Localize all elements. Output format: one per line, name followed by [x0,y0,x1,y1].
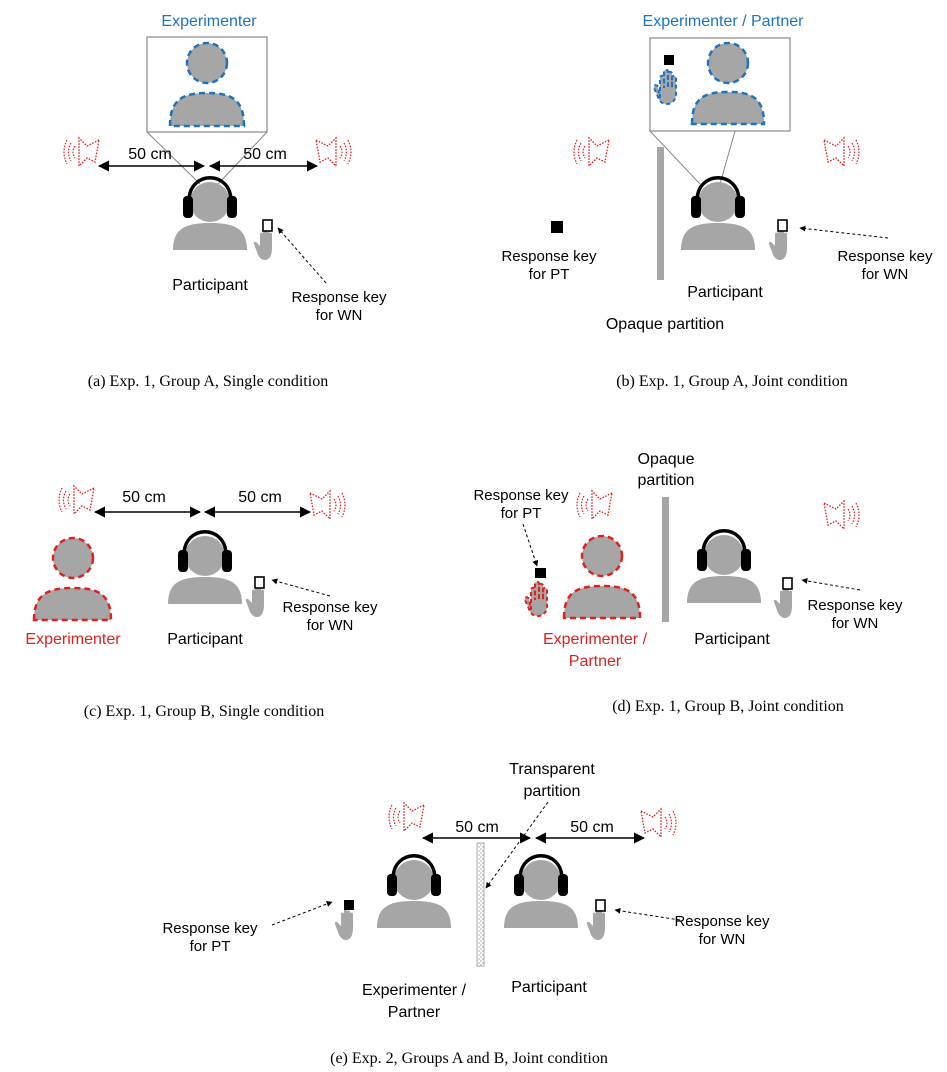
speaker-icon [309,490,346,520]
speaker-icon [388,802,425,832]
speaker-icon [58,485,95,515]
pt-key-label: for PT [529,266,570,283]
experimenter-partner-label: Experimenter / [543,631,648,648]
pt-key-icon [551,221,563,233]
participant-label: Participant [167,631,243,648]
partition-label: partition [638,472,695,489]
experimenter-partner-label: Partner [388,1004,441,1021]
opaque-partition [657,147,664,280]
experimenter-partner-label: Experimenter / Partner [643,13,805,30]
experimenter-figure-red [32,536,113,622]
panel-a: Experimenter 50 cm 50 cm Participant Res… [63,13,387,390]
experimenter-partner-figure-red [523,534,642,620]
panel-e: Transparent partition 50 cm 50 cm Respon… [162,761,770,1067]
partition-label: partition [524,783,581,800]
transparent-partition [476,842,485,967]
pt-key-label: Response key [473,487,569,504]
panel-caption: (e) Exp. 2, Groups A and B, Joint condit… [330,1050,608,1067]
distance-label: 50 cm [570,819,614,836]
response-key-label: for WN [862,266,909,283]
pointer-arrow [271,578,331,597]
view-line [217,131,268,185]
pointer-arrow [277,227,327,284]
participant-label: Participant [172,277,248,294]
pt-key-label: Response key [162,920,258,937]
response-key-label: Response key [837,248,933,265]
pointer-arrow [271,901,333,926]
experimenter-label: Experimenter [161,13,257,30]
partition-label: Opaque partition [606,316,724,333]
panel-c: 50 cm 50 cm Experimenter Participant Res… [25,485,378,720]
response-key-label: for WN [699,931,746,948]
partition-label: Opaque [638,451,695,468]
distance-label: 50 cm [455,819,499,836]
distance-label: 50 cm [128,146,172,163]
speaker-icon [576,490,613,520]
pointer-arrow [485,801,549,889]
panel-caption: (c) Exp. 1, Group B, Single condition [84,703,324,720]
speaker-icon [640,808,677,838]
distance-label: 50 cm [238,489,282,506]
opaque-partition [662,497,669,622]
response-key-label: for WN [316,307,363,324]
hand-with-key-icon [585,899,606,941]
view-line [719,130,736,185]
speaker-icon [63,137,100,167]
pt-key-label: for PT [501,505,542,522]
hand-with-key-icon [252,219,273,261]
experimenter-figure-blue [168,41,246,128]
pointer-arrow [801,577,861,591]
panel-d: Opaque partition Response key for PT Exp… [473,451,903,715]
response-key-label: for WN [832,615,879,632]
panel-caption: (b) Exp. 1, Group A, Joint condition [616,373,848,390]
hand-with-pt-key-icon [334,900,354,940]
participant-label: Participant [511,979,587,996]
speaker-icon [573,137,610,167]
pointer-arrow [614,907,681,921]
experimenter-label: Experimenter [25,631,121,648]
view-line [146,131,201,185]
panel-caption: (a) Exp. 1, Group A, Single condition [88,373,328,390]
response-key-label: Response key [674,913,770,930]
participant-label: Participant [687,284,763,301]
distance-label: 50 cm [243,146,287,163]
panel-b: Experimenter / Partner Response key for … [501,13,933,390]
distance-label: 50 cm [122,489,166,506]
experimenter-figure-blue [652,41,766,126]
speaker-icon [823,500,860,530]
hand-with-key-icon [772,577,793,619]
response-key-label: Response key [291,289,387,306]
panel-caption: (d) Exp. 1, Group B, Joint condition [612,698,844,715]
pointer-arrow [522,523,539,567]
response-key-label: for WN [307,617,354,634]
speaker-icon [823,137,860,167]
response-key-label: Response key [807,597,903,614]
hand-with-key-icon [767,219,788,261]
participant-label: Participant [694,631,770,648]
view-line [649,130,701,185]
hand-with-key-icon [244,576,265,618]
partition-label: Transparent [509,761,595,778]
pointer-arrow [799,225,889,239]
pt-key-label: for PT [190,938,231,955]
experimenter-partner-label: Partner [569,653,622,670]
speaker-icon [315,137,352,167]
experimenter-partner-label: Experimenter / [362,982,467,999]
pt-key-label: Response key [501,248,597,265]
response-key-label: Response key [282,599,378,616]
